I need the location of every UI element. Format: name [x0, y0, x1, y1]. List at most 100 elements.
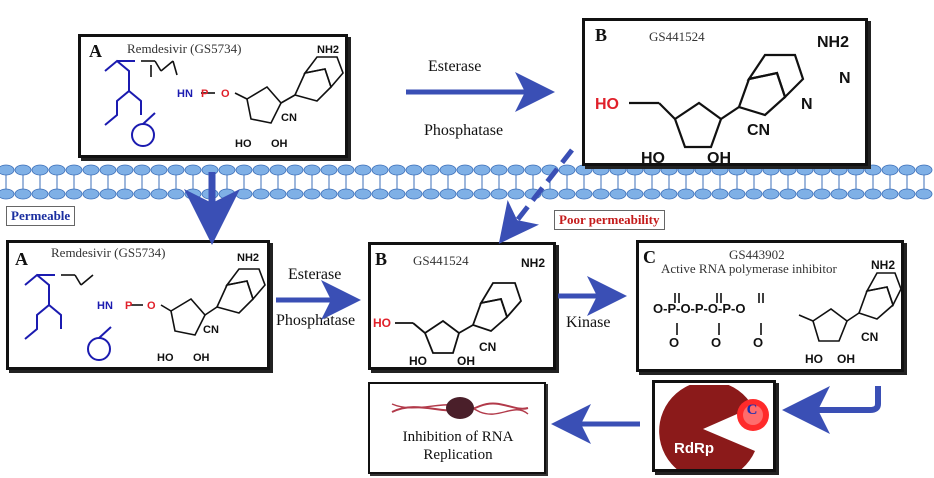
rdrp-label: RdRp: [674, 440, 714, 457]
lipid-head: [456, 164, 474, 176]
label-kinase: Kinase: [566, 314, 611, 331]
label-phosphatase-top: Phosphatase: [424, 122, 504, 139]
lipid-head: [252, 164, 270, 176]
cn-label: CN: [203, 324, 219, 336]
lipid-head: [422, 164, 440, 176]
lipid-head: [592, 164, 610, 176]
lipid-head: [0, 164, 15, 176]
lipid-head: [405, 164, 423, 176]
panel-letter: B: [375, 249, 388, 269]
lipid-head: [388, 188, 406, 200]
lipid-head: [524, 188, 542, 200]
cn-label: CN: [479, 340, 496, 354]
phosphate-oxygen-1: O: [669, 335, 680, 350]
nh2-label: NH2: [237, 252, 259, 264]
lipid-head: [320, 164, 338, 176]
ho-label: HO: [595, 96, 619, 113]
lipid-head: [677, 164, 695, 176]
lipid-head: [354, 164, 372, 176]
lipid-head: [541, 164, 559, 176]
lipid-head: [116, 164, 134, 176]
ho-label: HO: [409, 354, 427, 368]
lipid-head: [133, 164, 151, 176]
cn-label: CN: [747, 122, 770, 139]
lipid-head: [864, 188, 882, 200]
panel-top-remdesivir: A Remdesivir (GS5734) NH2 HN P O: [78, 34, 348, 158]
remdesivir-structure: NH2 HN P O CN HO OH: [24, 252, 266, 364]
lipid-head: [541, 188, 559, 200]
active-metabolite-badge: C: [746, 402, 758, 418]
p-label: P: [125, 300, 132, 312]
gs441524-structure: NH2 HO CN HO OH: [373, 256, 545, 368]
panel-title: Remdesivir (GS5734): [127, 41, 242, 56]
lipid-head: [48, 164, 66, 176]
lipid-head: [371, 164, 389, 176]
lipid-head: [320, 188, 338, 200]
ho-label: HO: [157, 352, 174, 364]
inhibition-text: Inhibition of RNA Replication: [372, 428, 544, 464]
lipid-head: [762, 188, 780, 200]
lipid-head: [779, 164, 797, 176]
inhibition-line-2: Replication: [423, 447, 493, 463]
lipid-head: [31, 188, 49, 200]
lipid-head: [728, 164, 746, 176]
lipid-head: [813, 188, 831, 200]
lipid-head: [915, 164, 933, 176]
lipid-head: [728, 188, 746, 200]
poor-permeability-tag: Poor permeability: [554, 210, 665, 230]
panel-letter: C: [643, 247, 656, 267]
lipid-head: [643, 188, 661, 200]
ho-label: HO: [805, 352, 823, 366]
lipid-head: [354, 188, 372, 200]
lipid-head: [507, 188, 525, 200]
lipid-head: [184, 164, 202, 176]
lipid-head: [303, 164, 321, 176]
n-label: N: [801, 96, 813, 113]
lipid-head: [388, 164, 406, 176]
label-esterase-mid: Esterase: [288, 266, 342, 283]
lipid-head: [235, 188, 253, 200]
inhibition-line-1: Inhibition of RNA: [402, 429, 514, 445]
lipid-head: [405, 188, 423, 200]
arrow-mid-c-to-rdrp: [782, 386, 881, 434]
panel-title: GS443902: [729, 247, 785, 262]
lipid-head: [677, 188, 695, 200]
panel-letter: A: [15, 249, 28, 269]
panel-inhibition: [368, 382, 546, 474]
lipid-head: [269, 164, 287, 176]
nh2-label: NH2: [317, 44, 339, 56]
lipid-head: [252, 188, 270, 200]
lipid-head: [694, 164, 712, 176]
panel-subtitle: Active RNA polymerase inhibitor: [661, 261, 837, 276]
cn-label: CN: [861, 330, 878, 344]
lipid-head: [337, 188, 355, 200]
remdesivir-structure: NH2 HN P O CN HO OH: [104, 44, 344, 150]
lipid-head: [609, 188, 627, 200]
o-label: O: [221, 88, 230, 100]
rdrp-enzyme-icon: [659, 385, 769, 469]
lipid-head: [133, 188, 151, 200]
lipid-head: [14, 164, 32, 176]
lipid-head: [167, 164, 185, 176]
lipid-head: [881, 164, 899, 176]
lipid-head: [150, 164, 168, 176]
cell-membrane: [0, 164, 933, 200]
lipid-head: [150, 188, 168, 200]
lipid-head: [558, 164, 576, 176]
oh-label: OH: [457, 354, 475, 368]
hn-label: HN: [97, 300, 113, 312]
nh2-label: NH2: [817, 34, 849, 51]
label-phosphatase-mid: Phosphatase: [276, 312, 356, 329]
lipid-head: [813, 164, 831, 176]
lipid-head: [65, 164, 83, 176]
lipid-head: [99, 164, 117, 176]
lipid-head: [745, 188, 763, 200]
lipid-head: [558, 188, 576, 200]
lipid-head: [490, 164, 508, 176]
lipid-head: [830, 164, 848, 176]
permeable-tag: Permeable: [6, 206, 76, 226]
oh-label: OH: [271, 138, 288, 150]
lipid-head: [167, 188, 185, 200]
lipid-head: [439, 164, 457, 176]
lipid-head: [524, 164, 542, 176]
